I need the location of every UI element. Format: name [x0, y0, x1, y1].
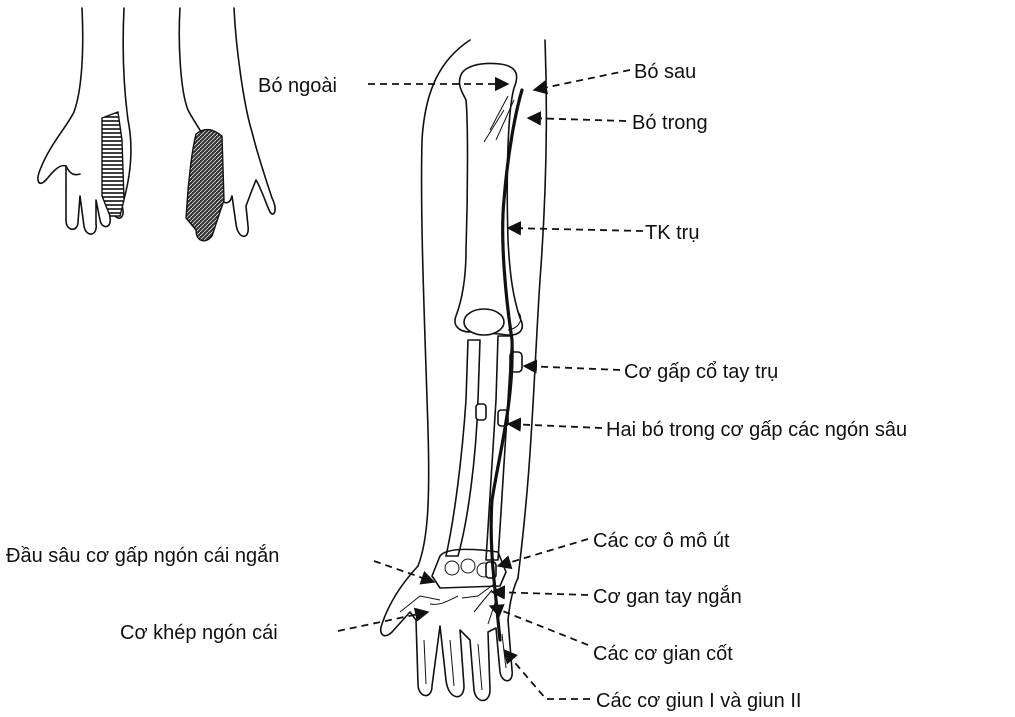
leader-cac-co-o-mo-ut [498, 539, 588, 566]
label-bo-ngoai: Bó ngoài [258, 75, 337, 97]
humerus-condyle [464, 309, 504, 335]
leader-bo-sau [534, 70, 630, 90]
leader-tk-tru [508, 228, 643, 231]
leader-cac-co-gian-cot [490, 606, 588, 645]
ulnar-sensory-area-palmar [102, 112, 124, 216]
leader-dau-sau [374, 561, 434, 582]
label-co-gap-co-tay-tru: Cơ gấp cổ tay trụ [624, 361, 778, 383]
label-tk-tru: TK trụ [645, 222, 699, 244]
label-dau-sau: Đầu sâu cơ gấp ngón cái ngắn [6, 544, 279, 567]
label-hai-bo-trong: Hai bó trong cơ gấp các ngón sâu [606, 419, 907, 441]
label-co-gan-tay-ngan: Cơ gan tay ngắn [593, 585, 742, 608]
leader-co-gap-co-tay-tru [524, 366, 620, 370]
hand-palmar-view [38, 8, 131, 234]
fdp-stump-1 [476, 404, 486, 420]
arm-outline-medial [518, 40, 546, 578]
leader-cac-co-giun [504, 650, 590, 699]
leader-bo-trong [528, 118, 626, 121]
label-cac-co-giun: Các cơ giun I và giun II [596, 690, 801, 712]
leader-hai-bo-trong [508, 424, 602, 428]
sensory-hands-inset [38, 8, 275, 241]
arm-illustration [381, 40, 547, 701]
hand-dorsal-view [179, 8, 275, 241]
labels: Bó ngoài Bó sau Bó trong TK trụ Cơ gấp c… [6, 61, 907, 712]
ulnar-sensory-area-dorsal [186, 130, 224, 241]
label-bo-sau: Bó sau [634, 61, 696, 83]
label-cac-co-o-mo-ut: Các cơ ô mô út [593, 530, 730, 552]
label-bo-trong: Bó trong [632, 112, 708, 134]
label-cac-co-gian-cot: Các cơ gian cốt [593, 643, 733, 665]
label-co-khep-ngon-cai: Cơ khép ngón cái [120, 622, 278, 644]
radius-bone [446, 340, 480, 556]
leader-co-gan-tay-ngan [492, 592, 588, 595]
